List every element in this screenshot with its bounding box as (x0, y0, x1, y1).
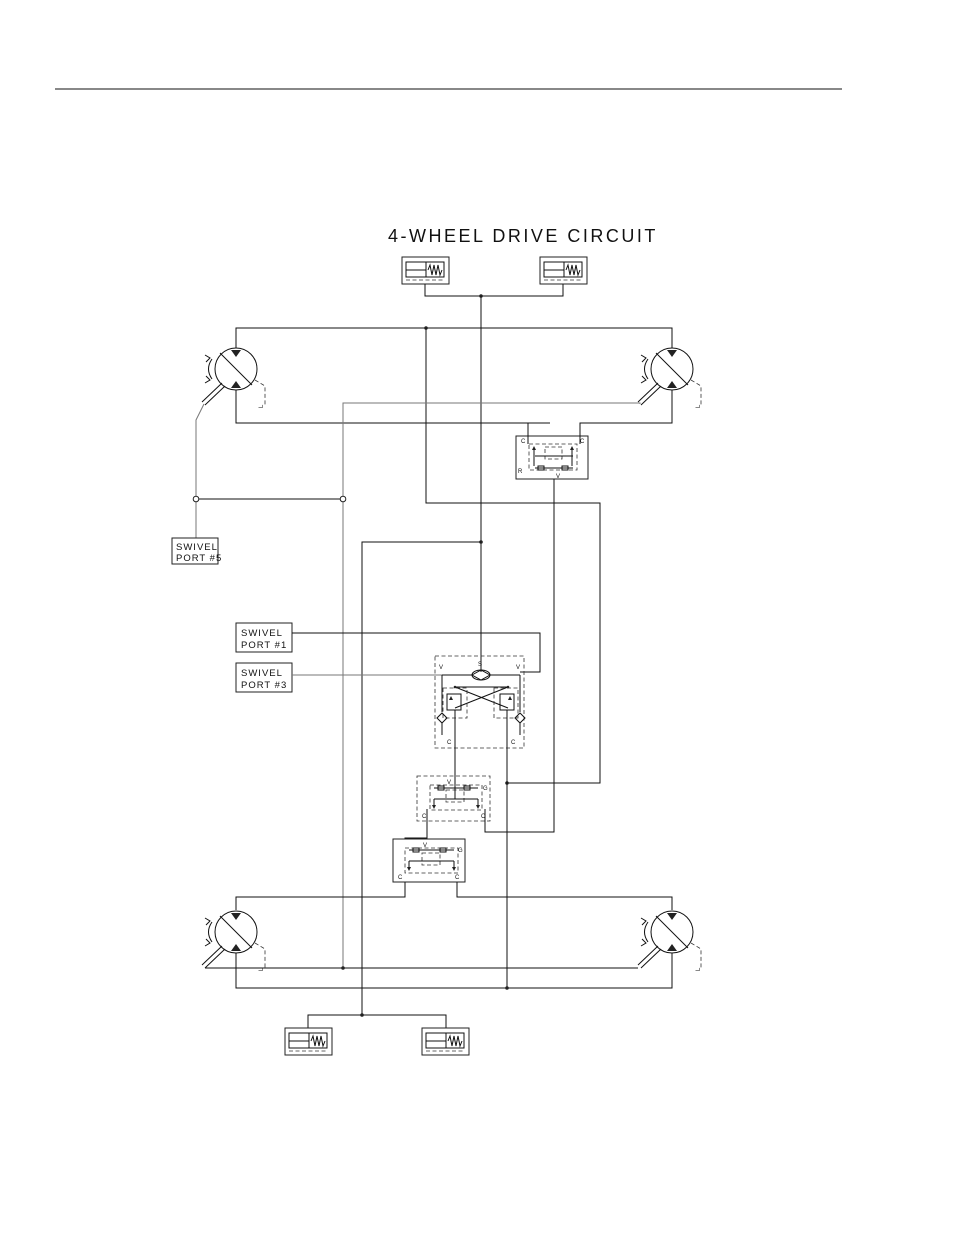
port-letter: V (556, 474, 560, 480)
port-letter: C (455, 875, 460, 881)
flow-divider-middle: V G C C (417, 776, 490, 821)
port-letter: G (458, 848, 463, 854)
port-letter: S (478, 662, 482, 668)
top-divider-outlet-line (485, 479, 554, 832)
brake-cylinder-top-right (540, 257, 587, 284)
port-letter: L (696, 967, 702, 971)
motor-top-right: L (638, 348, 702, 408)
port-letter: R (518, 469, 523, 475)
swivel-port-3-label: SWIVEL PORT #3 (236, 663, 292, 692)
bottom-return-line (236, 953, 672, 988)
case-drain-line (196, 404, 204, 538)
port-letter: C (580, 439, 585, 445)
flow-divider-top: C C R V (516, 436, 588, 480)
swivel-port-5-line1: SWIVEL (176, 542, 218, 553)
motor-bottom-right: L (638, 911, 702, 971)
brake-shuttle-valve: V V S C C (435, 656, 525, 748)
port-letter: C (447, 740, 452, 746)
motor-bottom-left: L (202, 911, 265, 971)
swivel-port-5-label: SWIVEL PORT #5 (172, 538, 222, 564)
top-brake-line (425, 284, 563, 296)
swivel-port-3-line2: PORT #3 (241, 680, 287, 691)
port-letter: L (696, 404, 702, 408)
brake-cylinder-bottom-left (285, 1028, 332, 1055)
swivel-port-1-line (292, 633, 540, 672)
swivel-port-1-line2: PORT #1 (241, 640, 287, 651)
junction-dot (341, 966, 345, 970)
swivel-port-1-label: SWIVEL PORT #1 (236, 623, 292, 652)
port-letter: V (516, 665, 520, 671)
top-supply-line (236, 328, 672, 348)
junction-dot (360, 1013, 364, 1017)
case-drain-return (343, 403, 640, 968)
motor-top-left: L (202, 348, 265, 408)
port-letter: C (511, 740, 516, 746)
swivel-port-5-line2: PORT #5 (176, 553, 222, 564)
port-letter: C (398, 875, 403, 881)
flow-divider-lower: V G C C (393, 839, 465, 882)
port-letter: C (422, 814, 427, 820)
port-letter: L (259, 404, 265, 408)
port-letter: V (439, 665, 443, 671)
top-return-line-right (585, 390, 672, 423)
brake-cylinder-top-left (402, 257, 449, 284)
top-return-line-left (236, 390, 550, 423)
junction-node (340, 496, 346, 502)
diagram-title: 4-WHEEL DRIVE CIRCUIT (388, 226, 658, 246)
brake-cylinder-bottom-right (422, 1028, 469, 1055)
port-letter: G (483, 786, 488, 792)
bottom-brake-line (308, 1015, 446, 1028)
junction-node (193, 496, 199, 502)
swivel-port-1-line1: SWIVEL (241, 628, 283, 639)
top-supply-crossover (426, 328, 600, 783)
bottom-supply-left (236, 882, 405, 910)
bottom-supply-right (457, 882, 672, 910)
port-letter: C (521, 439, 526, 445)
bottom-brake-feed (362, 542, 481, 1015)
swivel-port-3-line1: SWIVEL (241, 668, 283, 679)
junction-dot (505, 986, 509, 990)
